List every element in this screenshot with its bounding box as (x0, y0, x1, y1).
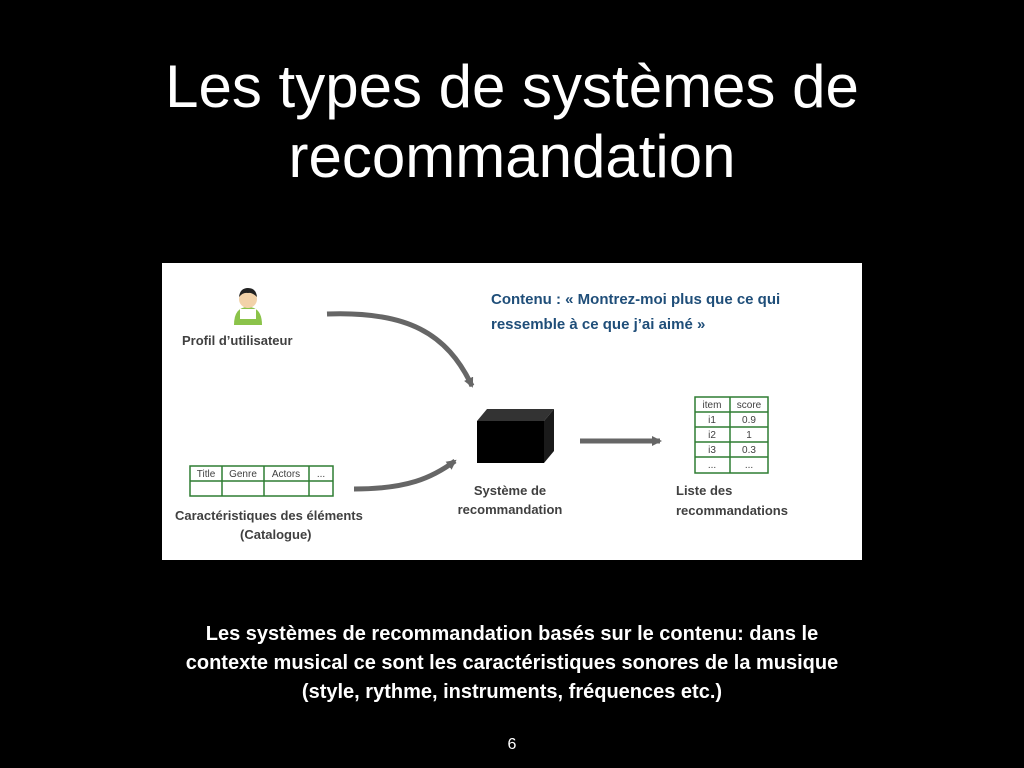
results-cell: ... (708, 460, 716, 471)
title-line-1: Les types de systèmes de (165, 53, 859, 120)
black-box-system-icon (477, 409, 554, 463)
diagram-heading-line-2: ressemble à ce que j’ai aimé » (491, 316, 705, 333)
caption-line-2: contexte musical ce sont les caractérist… (185, 652, 839, 674)
system-label-line-2: recommandation (458, 502, 563, 517)
catalogue-label-line-1: Caractéristiques des éléments (175, 508, 363, 523)
page-number: 6 (507, 736, 517, 753)
diagram-canvas: Contenu : « Montrez-moi plus que ce qui … (175, 288, 788, 542)
results-header-item: item (703, 400, 722, 411)
results-cell: ... (745, 460, 753, 471)
catalogue-label-line-2: (Catalogue) (240, 527, 312, 542)
results-cell: i2 (708, 430, 716, 441)
results-table: item score i1 0.9 i2 1 i3 0.3 ... ... (694, 396, 769, 474)
caption-line-3: (style, rythme, instruments, fréquences … (301, 681, 723, 703)
results-cell: i1 (708, 415, 716, 426)
catalogue-header-actors: Actors (272, 469, 300, 480)
catalogue-header-more: ... (317, 469, 325, 480)
slide-title: Les types de systèmes de recommandation (0, 52, 1024, 192)
results-cell: i3 (708, 445, 716, 456)
catalogue-table: Title Genre Actors ... (189, 465, 334, 497)
user-profile-icon (234, 288, 262, 325)
system-label-line-1: Système de (474, 483, 546, 498)
arrow-profile-to-system (326, 311, 475, 388)
catalogue-header-genre: Genre (229, 469, 257, 480)
arrow-catalogue-to-system (353, 458, 457, 492)
results-cell: 0.3 (742, 445, 756, 456)
slide-caption: Les systèmes de recommandation basés sur… (80, 620, 944, 707)
results-header-score: score (737, 400, 762, 411)
results-cell: 0.9 (742, 415, 756, 426)
results-label-line-2: recommandations (676, 503, 788, 518)
catalogue-header-title: Title (197, 469, 216, 480)
results-cell: 1 (746, 430, 752, 441)
title-line-2: recommandation (288, 123, 736, 190)
diagram-heading-line-1: Contenu : « Montrez-moi plus que ce qui (491, 291, 780, 308)
caption-line-1: Les systèmes de recommandation basés sur… (205, 623, 819, 645)
user-profile-label: Profil d’utilisateur (182, 333, 293, 348)
results-label-line-1: Liste des (676, 483, 732, 498)
content-based-diagram: Contenu : « Montrez-moi plus que ce qui … (162, 263, 862, 560)
